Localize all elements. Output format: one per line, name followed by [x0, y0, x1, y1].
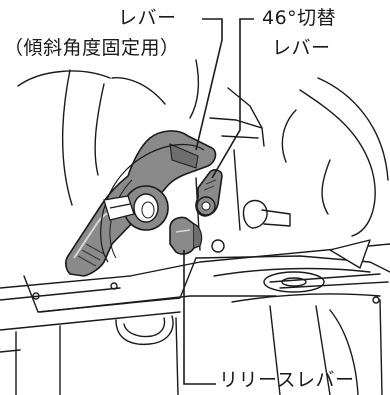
leader-lines: [183, 18, 254, 385]
label-46-switch-title: 46°切替: [262, 7, 337, 29]
leader-46-switch: [211, 18, 254, 179]
arc-bracket: [103, 195, 135, 221]
label-46-switch-lever: レバー: [272, 37, 331, 59]
label-tilt-lever-purpose: （傾斜角度固定用）: [4, 37, 180, 59]
switch-46-lever: [195, 169, 223, 217]
leader-tilt-lever: [195, 18, 223, 151]
leader-release-lever: [183, 250, 216, 385]
release-lever: [169, 216, 203, 255]
label-release-lever: リリースレバー: [219, 369, 355, 391]
tilt-lock-lever: [65, 130, 217, 277]
label-tilt-lever-title: レバー: [118, 7, 177, 29]
saw-body-outline: [0, 59, 390, 395]
lever-swing-arc: [100, 143, 205, 263]
